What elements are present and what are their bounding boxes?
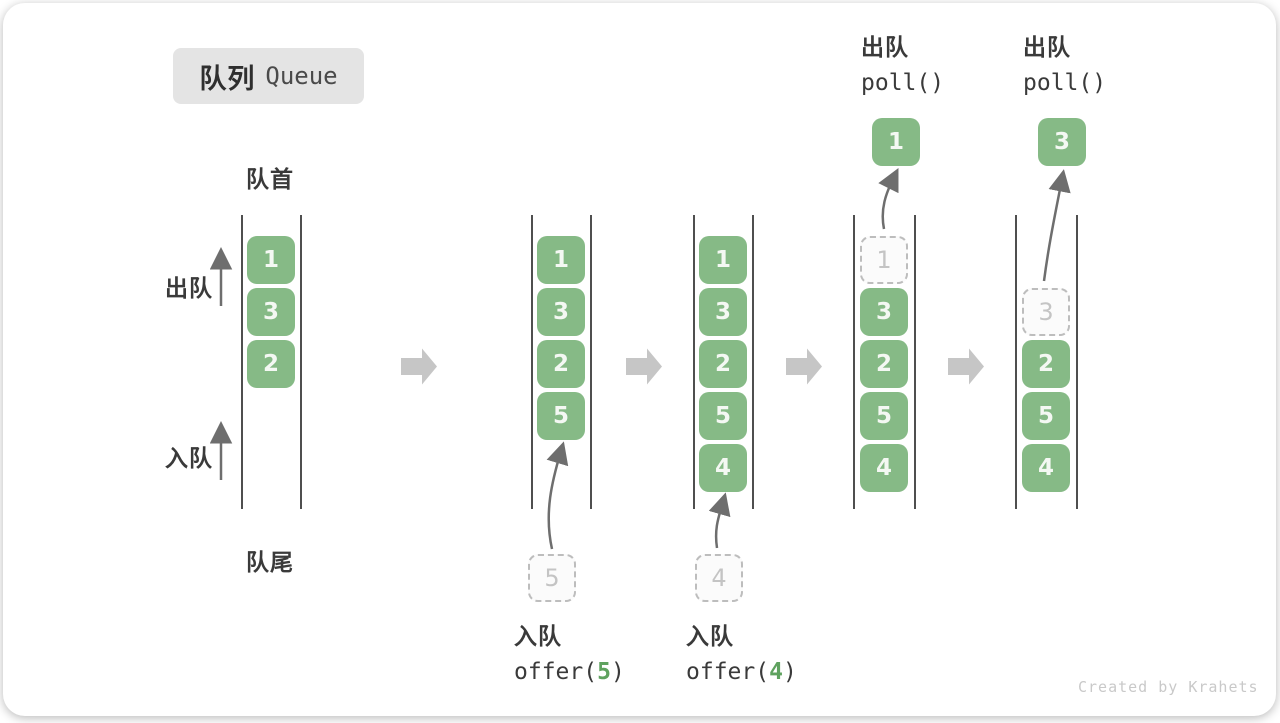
queue-cell: 1 — [537, 236, 585, 284]
enqueue-op-code: offer(5) — [514, 659, 625, 685]
queue-wall — [752, 215, 754, 509]
dequeue-op-label: 出队 — [861, 34, 909, 60]
dequeue-side-label: 出队 — [165, 275, 213, 301]
queue-cell: 3 — [537, 288, 585, 336]
diagram-canvas: 队列 Queue 队首 队尾 出队 入队 1 3 2 1 3 2 5 5 1 3… — [3, 3, 1276, 716]
arrow-right-icon — [786, 348, 822, 385]
queue-cell: 5 — [537, 392, 585, 440]
queue-cell: 4 — [1022, 444, 1070, 492]
queue-cell: 5 — [699, 392, 747, 440]
queue-wall — [1076, 215, 1078, 509]
enqueue-op-footer: 入队 offer(5) — [514, 623, 625, 686]
queue-wall — [590, 215, 592, 509]
incoming-cell-dashed: 4 — [695, 554, 743, 602]
queue-cell: 5 — [1022, 392, 1070, 440]
enqueue-arg: 5 — [597, 659, 611, 685]
queue-cell: 2 — [247, 340, 295, 388]
title-en: Queue — [265, 62, 338, 90]
arrow-right-icon — [626, 348, 662, 385]
title-badge: 队列 Queue — [173, 48, 364, 104]
dequeue-arrow-3 — [1042, 169, 1071, 282]
queue-wall — [1015, 215, 1017, 509]
queue-wall — [914, 215, 916, 509]
queue-cell: 4 — [699, 444, 747, 492]
queue-cell: 2 — [860, 340, 908, 388]
dequeue-op-header: 出队 poll() — [1023, 34, 1107, 97]
queue-head-label: 队首 — [246, 166, 294, 192]
dequeue-op-label: 出队 — [1023, 34, 1071, 60]
dequeue-op-code: poll() — [1023, 70, 1107, 96]
dequeued-cell: 3 — [1038, 118, 1086, 166]
queue-cell: 2 — [699, 340, 747, 388]
queue-cell: 1 — [699, 236, 747, 284]
queue-wall — [241, 215, 243, 509]
removed-cell-dashed: 1 — [860, 236, 908, 284]
queue-wall — [531, 215, 533, 509]
enqueue-op-footer: 入队 offer(4) — [686, 623, 797, 686]
queue-cell: 3 — [860, 288, 908, 336]
dequeue-op-code: poll() — [861, 70, 945, 96]
enqueue-op-label: 入队 — [514, 623, 562, 649]
dequeue-arrow-1 — [878, 168, 899, 230]
enqueue-op-label: 入队 — [686, 623, 734, 649]
enqueue-op-code: offer(4) — [686, 659, 797, 685]
enqueue-arg: 4 — [769, 659, 783, 685]
queue-wall — [693, 215, 695, 509]
queue-wall — [300, 215, 302, 509]
title-zh: 队列 — [199, 63, 256, 94]
queue-cell: 2 — [537, 340, 585, 388]
dequeued-cell: 1 — [872, 118, 920, 166]
arrow-right-icon — [948, 348, 984, 385]
queue-wall — [853, 215, 855, 509]
queue-cell: 5 — [860, 392, 908, 440]
enqueue-arrow-4 — [708, 492, 731, 549]
enqueue-arrow-5 — [546, 441, 569, 550]
queue-cell: 4 — [860, 444, 908, 492]
queue-cell: 2 — [1022, 340, 1070, 388]
queue-cell: 1 — [247, 236, 295, 284]
incoming-cell-dashed: 5 — [528, 554, 576, 602]
removed-cell-dashed: 3 — [1022, 288, 1070, 336]
enqueue-side-label: 入队 — [165, 445, 213, 471]
dequeue-op-header: 出队 poll() — [861, 34, 945, 97]
arrows-overlay — [209, 168, 1071, 550]
queue-tail-label: 队尾 — [246, 549, 294, 575]
queue-cell: 3 — [699, 288, 747, 336]
watermark: Created by Krahets — [1078, 678, 1259, 696]
queue-cell: 3 — [247, 288, 295, 336]
arrow-right-icon — [401, 348, 437, 385]
